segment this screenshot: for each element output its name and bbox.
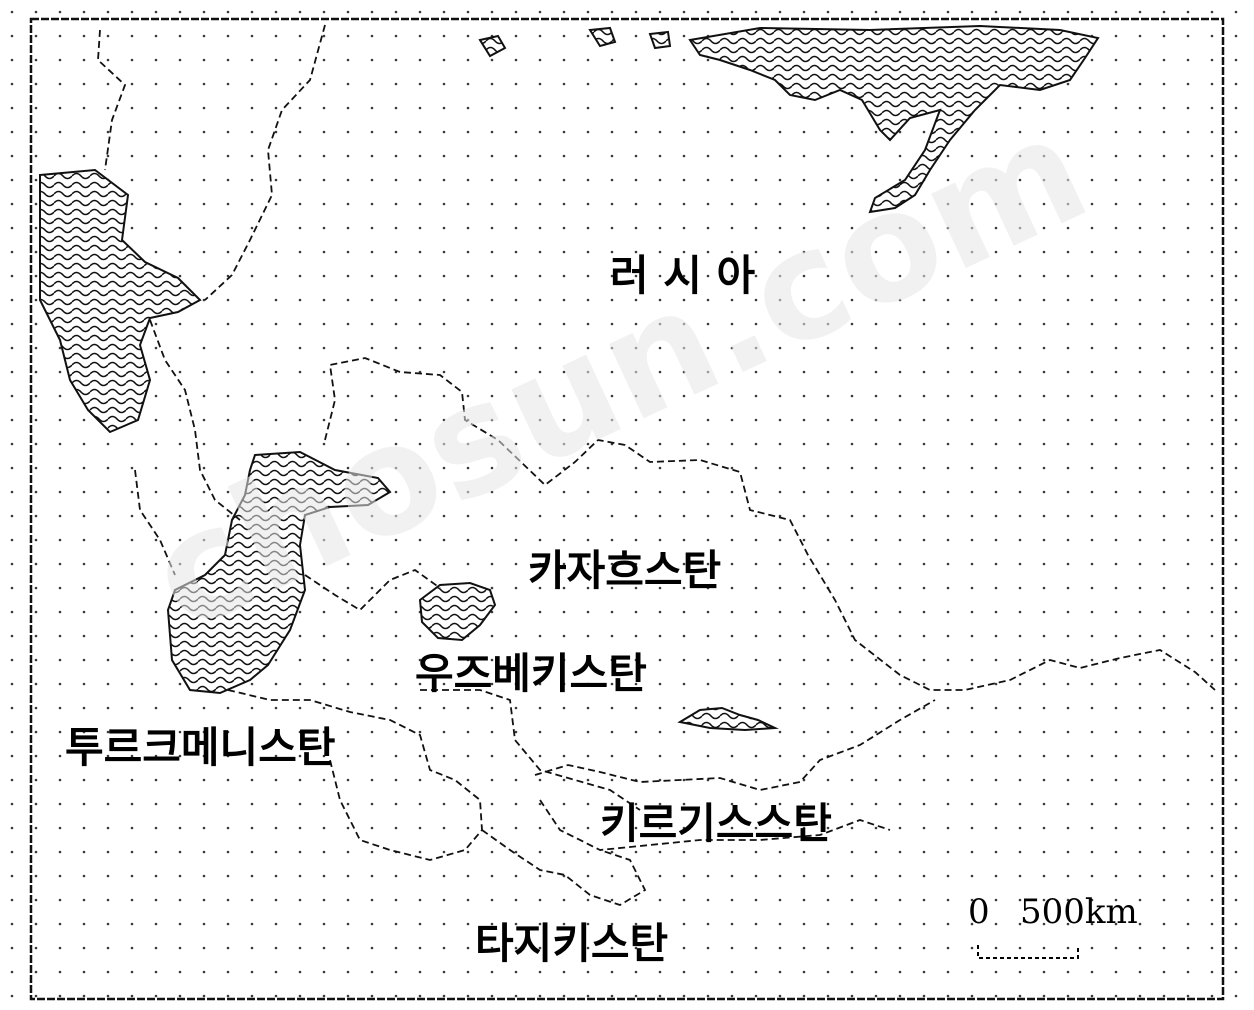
water-bodies (39, 24, 1100, 732)
border-uzbekistan (420, 689, 641, 811)
scale-bar: 0 500km (968, 892, 1138, 959)
border-russia-west-2 (204, 24, 326, 301)
border-kazakhstan (324, 357, 1216, 691)
label-turkmenistan: 투르크메니스탄 (65, 723, 335, 772)
label-tajikistan: 타지키스탄 (475, 919, 668, 968)
label-uzbekistan: 우즈베키스탄 (415, 649, 647, 698)
label-russia: 러 시 아 (610, 251, 756, 300)
border-russia-west-3 (149, 319, 241, 521)
caspian-sea (166, 450, 392, 695)
baltic-sea-region (39, 168, 202, 434)
border-russia-west-1 (97, 29, 127, 171)
country-borders (97, 24, 1216, 906)
scale-zero-label: 0 (968, 892, 990, 932)
aral-sea (418, 581, 497, 642)
country-labels: 러 시 아 카자흐스탄 우즈베키스탄 투르크메니스탄 키르기스스탄 타지키스탄 (65, 251, 832, 968)
label-kazakhstan: 카자흐스탄 (528, 546, 721, 595)
border-caucasus (134, 469, 176, 576)
border-kyrgyzstan-south (539, 799, 891, 851)
scale-line (977, 945, 1079, 959)
label-kyrgyzstan: 키르기스스탄 (600, 799, 832, 848)
scale-distance-label: 500km (1020, 892, 1138, 932)
border-tajikistan (481, 829, 647, 906)
arctic-coast-waters (688, 24, 1100, 214)
border-turkmenistan (227, 689, 483, 861)
arctic-islands (478, 26, 672, 58)
border-kyrgyzstan (534, 699, 936, 791)
map-frame (29, 17, 1225, 1001)
lake-balkhash (677, 706, 779, 732)
